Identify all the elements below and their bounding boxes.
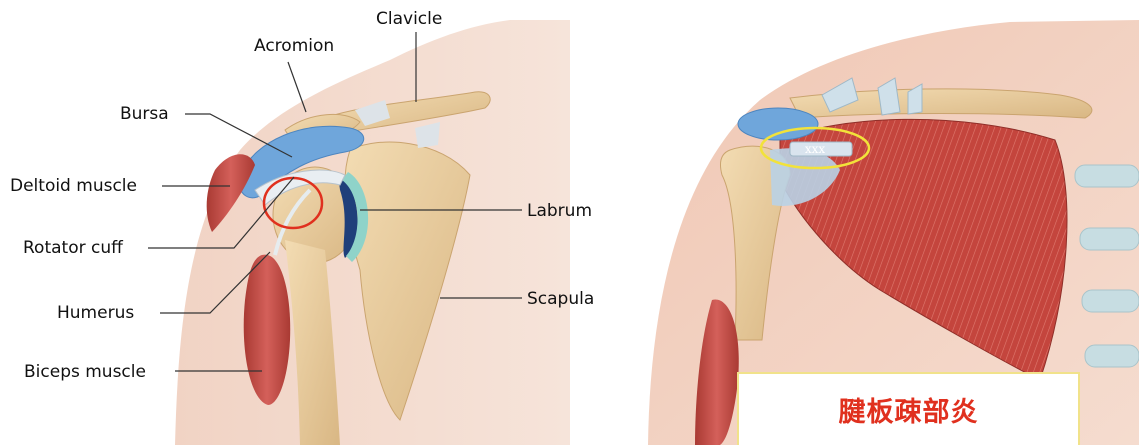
label-labrum: Labrum <box>527 201 592 221</box>
caption-box: 腱板疎部炎 <box>737 372 1080 445</box>
label-humerus: Humerus <box>57 303 134 323</box>
label-bursa: Bursa <box>120 104 169 124</box>
label-deltoid-muscle: Deltoid muscle <box>10 176 137 196</box>
label-clavicle: Clavicle <box>376 9 442 29</box>
label-scapula: Scapula <box>527 289 594 309</box>
label-rotator-cuff: Rotator cuff <box>23 238 124 258</box>
left-panel: Clavicle Acromion Bursa Deltoid muscle R… <box>10 9 594 445</box>
right-bursa-shape <box>738 108 818 140</box>
marker-text: xxx <box>805 142 826 156</box>
label-acromion: Acromion <box>254 36 334 56</box>
label-biceps-muscle: Biceps muscle <box>24 362 146 382</box>
caption-title: 腱板疎部炎 <box>839 390 979 429</box>
